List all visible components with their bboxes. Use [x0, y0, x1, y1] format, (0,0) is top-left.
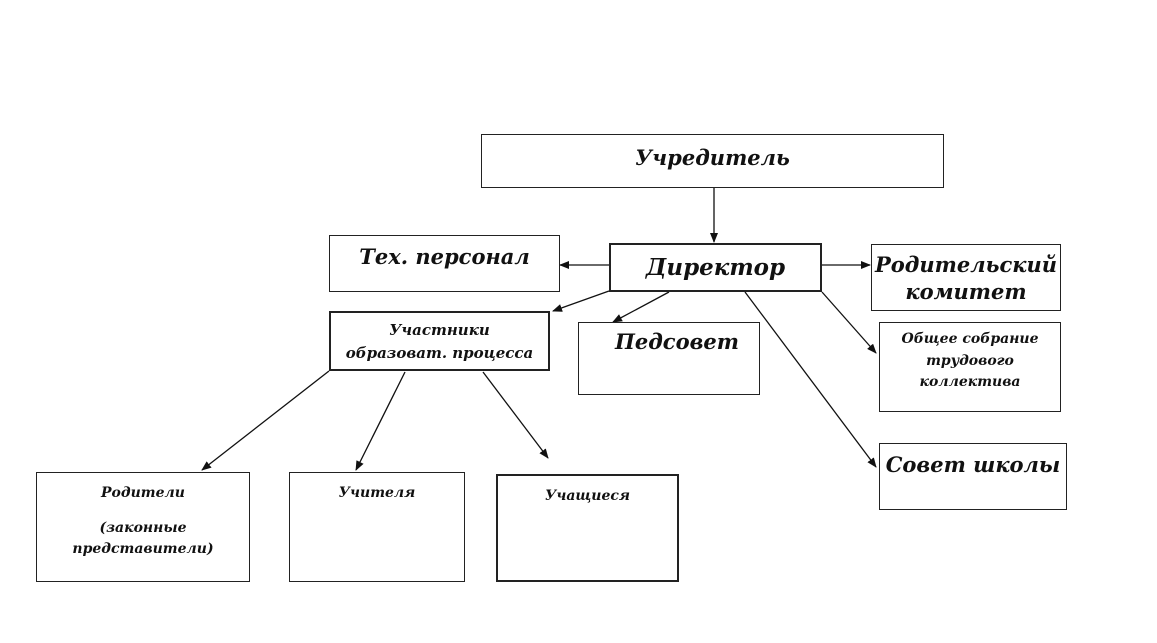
node-parent-committee: Родительский комитет — [871, 244, 1061, 311]
edge-participants-teachers — [355, 371, 406, 471]
node-teachers-label: Учителя — [338, 485, 416, 501]
node-tech-staff: Тех. персонал — [329, 235, 560, 292]
node-director: Директор — [609, 243, 822, 292]
node-school-council: Совет школы — [879, 443, 1067, 510]
node-parent-committee-label-1: Родительский — [874, 252, 1057, 277]
node-founder: Учредитель — [481, 134, 944, 188]
node-participants-label-2: образоват. процесса — [345, 343, 534, 362]
node-founder-label: Учредитель — [635, 145, 790, 170]
node-general-meeting-label-3: коллектива — [919, 374, 1021, 391]
node-general-meeting: Общее собрание трудового коллектива — [879, 322, 1061, 412]
edge-director-general-meeting — [821, 291, 877, 354]
node-students: Учащиеся — [496, 474, 679, 582]
edge-director-pedagogical-council — [612, 291, 670, 323]
node-teachers: Учителя — [289, 472, 465, 582]
edge-participants-students — [482, 371, 549, 459]
edge-director-school-council — [744, 291, 877, 468]
node-parents-label-3: представители) — [72, 541, 214, 558]
node-students-label: Учащиеся — [544, 488, 631, 504]
node-parents-label-1: Родители — [101, 485, 185, 501]
node-general-meeting-label-1: Общее собрание — [901, 331, 1039, 347]
edge-director-participants — [552, 290, 610, 312]
node-director-label: Директор — [645, 254, 786, 281]
node-pedagogical-council: Педсовет — [578, 322, 760, 395]
node-general-meeting-label-2: трудового — [926, 352, 1014, 369]
node-school-council-label: Совет школы — [885, 452, 1061, 477]
node-pedagogical-council-label: Педсовет — [615, 329, 739, 354]
node-participants: Участники образоват. процесса — [329, 311, 550, 371]
node-participants-label-1: Участники — [389, 321, 490, 339]
node-parent-committee-label-2: комитет — [905, 279, 1027, 305]
edge-participants-parents — [201, 370, 330, 471]
node-parents-label-2: (законные — [99, 519, 187, 536]
node-tech-staff-label: Тех. персонал — [359, 244, 530, 269]
node-parents: Родители (законные представители) — [36, 472, 250, 582]
